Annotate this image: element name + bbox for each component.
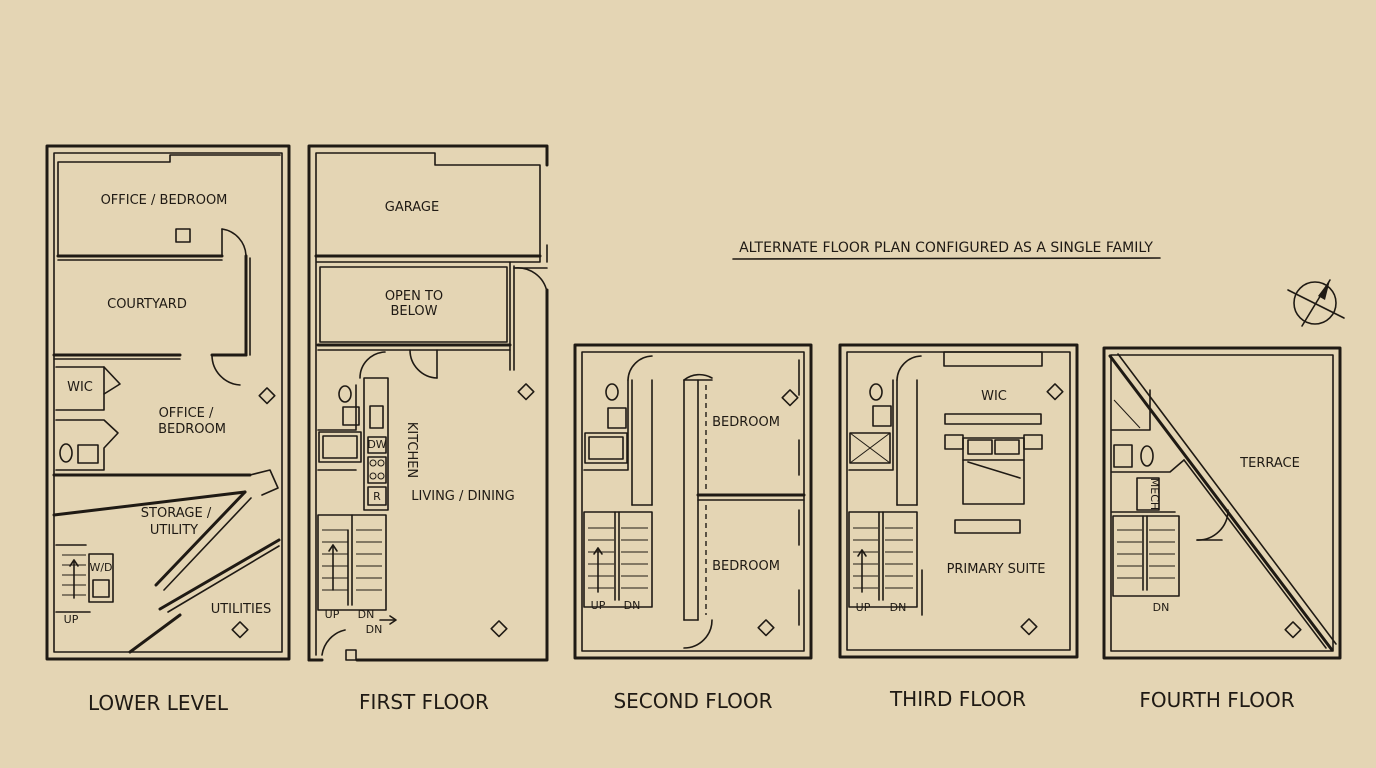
stair-label: UP [325,608,340,621]
room-label: UTILITY [150,523,198,538]
room-label: LIVING / DINING [411,489,514,504]
stair-label: DN [624,599,641,612]
room-label: COURTYARD [107,297,187,312]
room-label: UTILITIES [211,602,272,617]
stair-label: DN [358,608,375,621]
room-label: OFFICE / [159,406,214,421]
floor-title: LOWER LEVEL [88,691,229,715]
room-label: GARAGE [385,200,439,215]
first-floor-plan: GARAGE OPEN TO BELOW KITCHEN DW R LIVING… [307,144,549,662]
plan-note-text: ALTERNATE FLOOR PLAN CONFIGURED AS A SIN… [739,240,1153,256]
room-label: PRIMARY SUITE [947,562,1046,577]
floor-title: FIRST FLOOR [359,690,489,714]
room-label: STORAGE / [141,506,212,521]
room-label: WIC [981,389,1007,404]
stair-label: UP [856,601,871,614]
bed-icon [944,434,1043,505]
third-floor-plan: WIC PRIMARY SUITE UP DN [838,343,1079,659]
stair-label: DN [1153,601,1170,614]
fourth-floor-plan: TERRACE MECH DN [1102,346,1342,660]
appliance-label: W/D [89,561,112,574]
room-label: OPEN TO [385,289,443,304]
stair-label: DN [366,623,383,636]
floor-title: FOURTH FLOOR [1139,688,1294,712]
floor-title: THIRD FLOOR [889,687,1026,711]
second-floor-plan: BEDROOM BEDROOM UP DN [573,343,813,660]
floor-title: SECOND FLOOR [613,689,772,713]
first-stair-icon [317,514,397,656]
room-label: BELOW [391,304,438,319]
room-label: BEDROOM [712,415,780,430]
room-label: BEDROOM [712,559,780,574]
third-stair-icon [848,511,918,608]
north-arrow-icon [1287,279,1345,327]
room-label: MECH [1148,478,1161,510]
room-label: OFFICE / BEDROOM [101,193,228,208]
lower-stair-icon [55,544,91,613]
lower-level-plan: OFFICE / BEDROOM COURTYARD WIC OFFICE / … [45,144,291,661]
stair-label: DN [890,601,907,614]
plan-note: ALTERNATE FLOOR PLAN CONFIGURED AS A SIN… [732,240,1161,260]
room-label: WIC [67,380,93,395]
room-label: TERRACE [1239,456,1300,471]
second-stair-icon [583,511,653,608]
appliance-label: DW [367,438,386,451]
appliance-label: R [373,490,381,503]
fourth-stair-icon [1112,515,1180,597]
stair-label: UP [64,613,79,626]
stair-label: UP [591,599,606,612]
room-label: BEDROOM [158,422,226,437]
room-label: KITCHEN [404,422,419,478]
